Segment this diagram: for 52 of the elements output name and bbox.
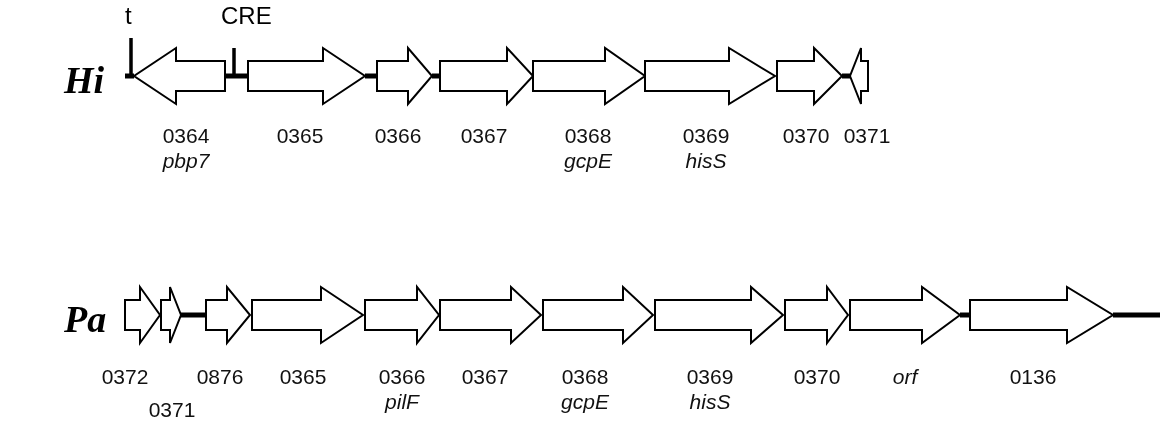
intergenic-line	[842, 73, 850, 79]
intergenic-line	[181, 312, 206, 318]
site-label: t	[125, 2, 132, 30]
gene-symbol	[785, 287, 848, 343]
species-label: Pa	[64, 297, 107, 341]
gene-number: 0366	[378, 365, 426, 389]
gene-symbol	[161, 287, 181, 343]
gene-number: 0367	[461, 365, 509, 389]
gene-number: 0136	[1009, 365, 1057, 389]
gene-number: 0876	[196, 365, 244, 389]
gene-symbol	[777, 48, 842, 104]
gene-symbol	[850, 48, 868, 104]
gene-symbol	[125, 287, 160, 343]
intergenic-line	[1113, 312, 1160, 318]
gene-symbol	[252, 287, 363, 343]
gene-number: 0368	[561, 365, 609, 389]
gene-number: 0369	[686, 365, 734, 389]
gene-number: 0369	[682, 124, 730, 148]
gene-name: pilF	[385, 390, 419, 414]
gene-name: gcpE	[561, 390, 609, 414]
gene-number: 0367	[460, 124, 508, 148]
gene-symbol	[533, 48, 645, 104]
gene-number: 0366	[374, 124, 422, 148]
gene-symbol	[248, 48, 365, 104]
gene-symbol	[440, 48, 533, 104]
gene-symbol	[645, 48, 775, 104]
gene-number: 0371	[843, 124, 891, 148]
gene-name: orf	[892, 365, 918, 389]
gene-name: hisS	[685, 149, 727, 173]
gene-symbol	[377, 48, 432, 104]
gene-number: 0365	[276, 124, 324, 148]
site-label: CRE	[221, 2, 272, 30]
gene-symbol	[970, 287, 1113, 343]
gene-name: hisS	[689, 390, 731, 414]
gene-symbol	[655, 287, 783, 343]
gene-number: 0370	[782, 124, 830, 148]
gene-symbol	[134, 48, 225, 104]
species-label: Hi	[64, 58, 105, 102]
intergenic-line	[225, 73, 248, 79]
gene-symbol	[850, 287, 960, 343]
gene-symbol	[365, 287, 439, 343]
gene-name: gcpE	[564, 149, 612, 173]
gene-number: 0372	[101, 365, 149, 389]
gene-symbol	[206, 287, 250, 343]
gene-symbol	[440, 287, 541, 343]
gene-number: 0370	[793, 365, 841, 389]
gene-number: 0365	[279, 365, 327, 389]
gene-name: pbp7	[162, 149, 210, 173]
gene-symbol	[543, 287, 653, 343]
gene-number: 0364	[162, 124, 210, 148]
gene-number: 0371	[148, 398, 196, 422]
gene-number: 0368	[564, 124, 612, 148]
